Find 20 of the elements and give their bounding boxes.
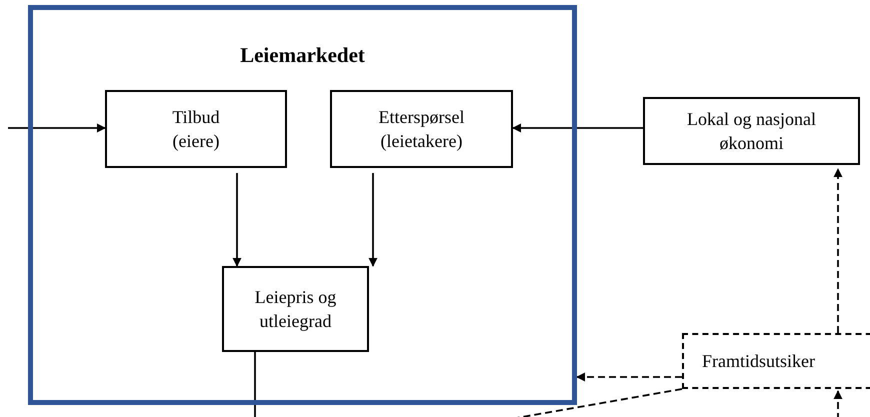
arrow bbox=[368, 173, 378, 267]
arrow bbox=[232, 173, 242, 267]
arrow bbox=[834, 168, 842, 333]
process-box bbox=[330, 90, 513, 168]
box-label: Leiepris og utleiegrad bbox=[254, 286, 338, 333]
box-label: Framtidsutsiker bbox=[702, 350, 815, 372]
process-box bbox=[643, 97, 860, 165]
market-frame bbox=[28, 5, 577, 405]
process-box bbox=[222, 266, 369, 352]
arrow bbox=[576, 372, 682, 382]
box-label: Etterspørsel (leietakere) bbox=[378, 106, 466, 153]
dashed-box bbox=[682, 333, 870, 389]
process-box bbox=[105, 90, 287, 168]
connector-line bbox=[254, 352, 256, 417]
frame-title: Leiemarkedet bbox=[240, 42, 365, 69]
arrow bbox=[8, 124, 106, 132]
box-label: Tilbud (eiere) bbox=[171, 106, 221, 153]
arrow bbox=[834, 390, 842, 417]
arrow bbox=[512, 124, 643, 132]
box-label: Lokal og nasjonal økonomi bbox=[686, 108, 817, 155]
